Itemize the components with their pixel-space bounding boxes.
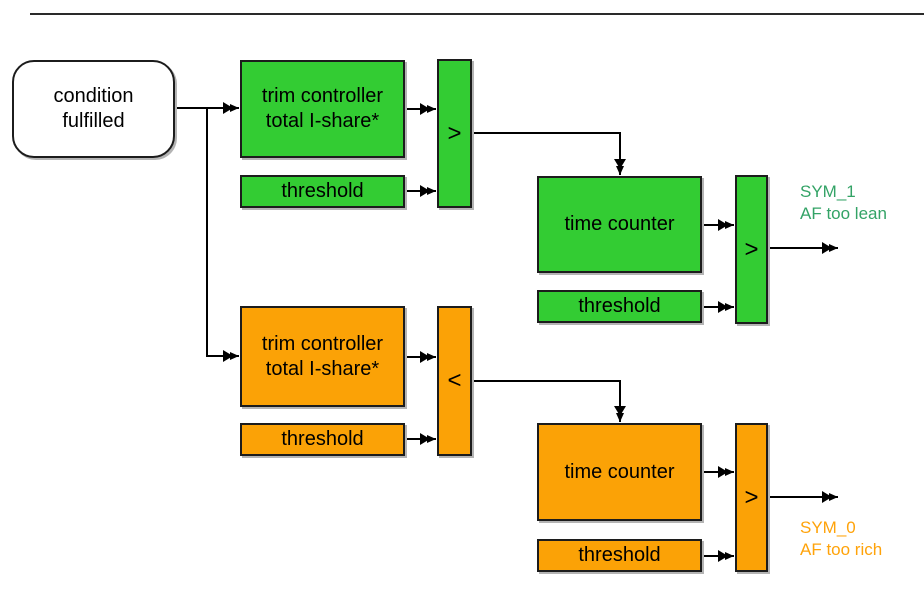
green-trim-controller-node: trim controller total I-share* xyxy=(240,60,405,158)
green-comparator-out-node: > xyxy=(735,175,768,324)
condition-node: condition fulfilled xyxy=(12,60,175,158)
green-output-label: SYM_1 AF too lean xyxy=(800,181,887,225)
green-trim-label-line2: total I-share* xyxy=(265,110,380,132)
green-output-symbol: SYM_1 xyxy=(800,182,856,201)
green-threshold-bottom-label: threshold xyxy=(578,295,661,317)
orange-trim-label-line2: total I-share* xyxy=(265,357,380,380)
orange-comparator-out-node: > xyxy=(735,423,768,572)
orange-threshold-bottom-node: threshold xyxy=(537,539,702,572)
orange-time-counter-label: time counter xyxy=(564,460,675,483)
orange-threshold-top-label: threshold xyxy=(281,428,364,450)
green-comparator-in-glyph: > xyxy=(447,119,462,147)
orange-trim-label-line1: trim controller xyxy=(261,332,384,355)
green-time-counter-node: time counter xyxy=(537,176,702,273)
wire-condition-branch-to-orange-trim xyxy=(206,108,239,362)
orange-threshold-top-node: threshold xyxy=(240,423,405,456)
condition-label-line1: condition xyxy=(53,85,134,107)
orange-output-label: SYM_0 AF too rich xyxy=(800,517,882,561)
green-output-meaning: AF too lean xyxy=(800,204,887,223)
orange-comparator-in-glyph: < xyxy=(447,367,462,394)
wire-orange-comparator-to-timecounter xyxy=(472,380,626,422)
green-comparator-out-glyph: > xyxy=(744,235,759,263)
green-time-counter-label: time counter xyxy=(564,213,675,235)
orange-output-symbol: SYM_0 xyxy=(800,518,856,537)
green-trim-label-line1: trim controller xyxy=(261,85,384,107)
wire-green-comparator-to-timecounter xyxy=(472,132,626,175)
orange-comparator-in-node: < xyxy=(437,306,472,456)
orange-time-counter-node: time counter xyxy=(537,423,702,521)
orange-comparator-out-glyph: > xyxy=(744,483,759,511)
green-threshold-top-node: threshold xyxy=(240,175,405,208)
green-comparator-in-node: > xyxy=(437,59,472,208)
orange-threshold-bottom-label: threshold xyxy=(578,544,661,566)
green-threshold-top-label: threshold xyxy=(281,180,364,202)
orange-output-meaning: AF too rich xyxy=(800,540,883,559)
green-threshold-bottom-node: threshold xyxy=(537,290,702,323)
condition-label-line2: fulfilled xyxy=(62,110,125,132)
orange-trim-controller-node: trim controller total I-share* xyxy=(240,306,405,407)
